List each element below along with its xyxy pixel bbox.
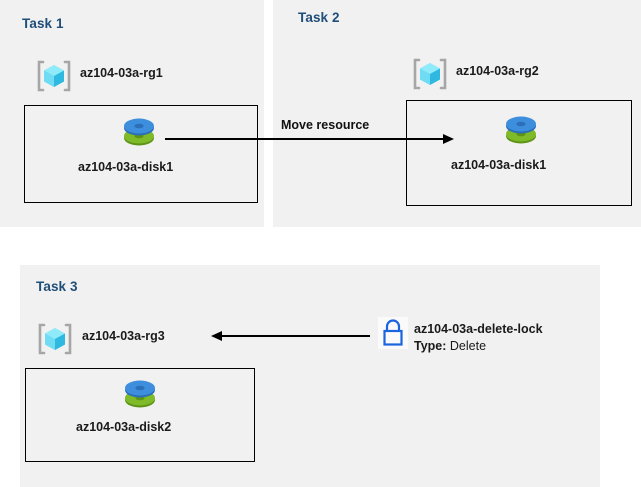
managed-disk-icon [501, 111, 541, 151]
task-1-resource-box [24, 105, 258, 203]
task-3-label: Task 3 [36, 279, 78, 294]
lock-icon [378, 317, 408, 349]
move-resource-label: Move resource [281, 118, 370, 132]
task-2-panel: Task 2 az104-03a-rg2 az104-03a-disk1 [273, 0, 641, 227]
task-1-label: Task 1 [22, 16, 64, 31]
move-resource-arrow-head [443, 134, 454, 144]
resource-name-disk1-task1: az104-03a-disk1 [78, 160, 174, 174]
lock-connector-line [222, 335, 370, 337]
lock-type-row: Type: Delete [414, 339, 486, 353]
task-3-panel: Task 3 az104-03a-rg3 az104-03a-disk2 a [20, 265, 600, 487]
resource-group-icon [36, 320, 74, 358]
lock-arrow-head [211, 331, 222, 341]
resource-name-disk1-task2: az104-03a-disk1 [451, 158, 547, 172]
task-3-resource-box [25, 368, 255, 462]
resource-group-name-rg1: az104-03a-rg1 [80, 66, 163, 80]
resource-group-icon [411, 55, 449, 93]
resource-name-disk2-task3: az104-03a-disk2 [76, 420, 172, 434]
resource-group-name-rg2: az104-03a-rg2 [456, 64, 539, 78]
lock-name: az104-03a-delete-lock [414, 322, 543, 336]
lock-type-label: Type: [414, 339, 447, 353]
task-1-panel: Task 1 az104-03a-rg1 az104-03a-disk1 [0, 0, 264, 227]
resource-group-name-rg3: az104-03a-rg3 [82, 329, 165, 343]
lock-type-value: Delete [449, 339, 487, 353]
task-2-label: Task 2 [298, 10, 340, 25]
move-resource-connector-line [165, 138, 443, 140]
managed-disk-icon [119, 113, 159, 153]
resource-group-icon [35, 57, 73, 95]
managed-disk-icon [120, 375, 160, 415]
task-2-resource-box [406, 100, 632, 206]
